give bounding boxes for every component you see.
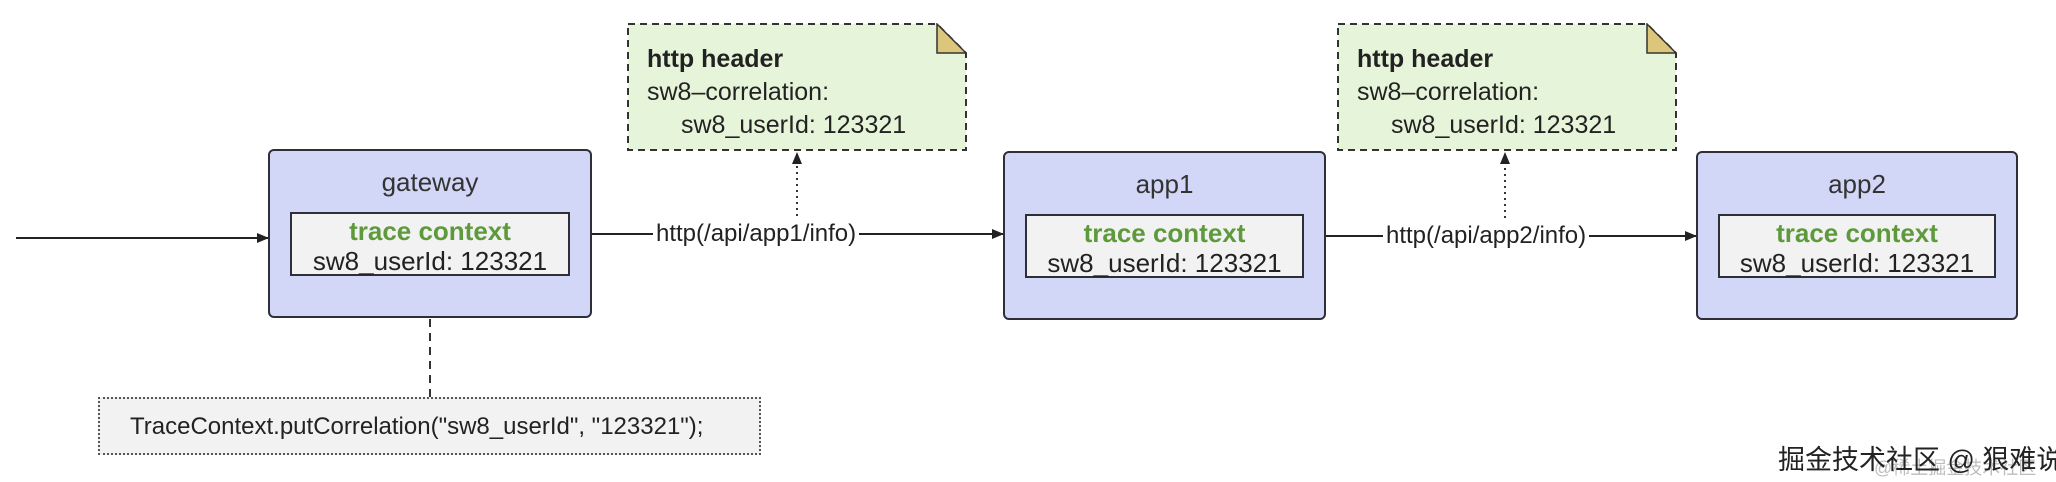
- trace-context-value: sw8_userId: 123321: [1047, 248, 1282, 278]
- edge-label-app2: http(/api/app2/info): [1383, 222, 1590, 250]
- http-header-note-2: http header sw8–correlation: sw8_userId:…: [1337, 23, 1677, 151]
- code-box: TraceContext.putCorrelation("sw8_userId"…: [98, 397, 761, 455]
- service-gateway: gateway trace context sw8_userId: 123321: [268, 149, 592, 318]
- note-line-2: sw8_userId: 123321: [1391, 111, 1617, 139]
- trace-context-header: trace context: [1776, 218, 1938, 248]
- trace-context-header: trace context: [349, 216, 511, 246]
- service-title: gateway: [381, 167, 479, 197]
- note-line-1: sw8–correlation:: [647, 78, 830, 106]
- trace-context-box: trace context sw8_userId: 123321: [1718, 214, 1996, 278]
- watermark: 掘金技术社区 @ 狠难说: [1778, 445, 2056, 475]
- trace-context-header: trace context: [1083, 218, 1246, 248]
- service-title: app2: [1828, 169, 1886, 199]
- service-app1: app1 trace context sw8_userId: 123321: [1003, 151, 1326, 320]
- service-title: app1: [1135, 169, 1194, 199]
- watermark-faint: @稀土掘金技术社区: [1874, 458, 2037, 478]
- note-line-1: sw8–correlation:: [1357, 78, 1540, 106]
- trace-context-box: trace context sw8_userId: 123321: [290, 212, 570, 276]
- note-title: http header: [1357, 45, 1494, 73]
- note-shape: [1337, 23, 1677, 151]
- note-shape: [627, 23, 967, 151]
- service-app2: app2 trace context sw8_userId: 123321: [1696, 151, 2018, 320]
- trace-context-value: sw8_userId: 123321: [1739, 248, 1975, 278]
- edge-label-app1: http(/api/app1/info): [653, 220, 860, 248]
- code-text: TraceContext.putCorrelation("sw8_userId"…: [130, 413, 704, 440]
- trace-context-value: sw8_userId: 123321: [312, 246, 548, 276]
- http-header-note-1: http header sw8–correlation: sw8_userId:…: [627, 23, 967, 151]
- note-line-2: sw8_userId: 123321: [681, 111, 907, 139]
- note-title: http header: [647, 45, 784, 73]
- trace-context-box: trace context sw8_userId: 123321: [1025, 214, 1304, 278]
